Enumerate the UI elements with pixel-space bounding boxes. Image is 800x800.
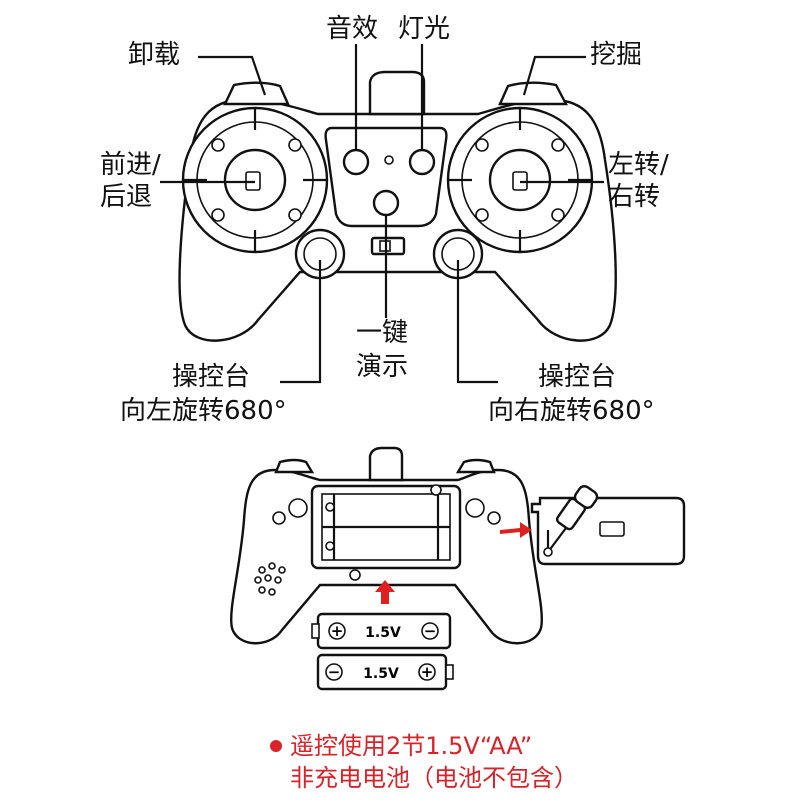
battery-2-right-sign: + <box>421 663 434 681</box>
battery-note-line1: 遥控使用2节1.5V“AA” <box>290 732 533 760</box>
label-turn-line1: 左转/ <box>608 150 669 180</box>
note-bullet <box>270 740 282 752</box>
left-joystick-pad <box>181 106 329 254</box>
battery-note-line2: 非充电电池（电池不包含） <box>290 764 578 792</box>
insert-arrow <box>375 580 395 604</box>
leader-unload <box>198 55 267 96</box>
battery-2-label: 1.5V <box>363 666 399 682</box>
label-forward-back-line2: 后退 <box>100 182 153 212</box>
label-unload: 卸载 <box>128 40 181 70</box>
light-button <box>408 148 436 176</box>
label-dig: 挖掘 <box>590 40 643 70</box>
label-right-rotate-line2: 向右旋转680° <box>488 396 655 426</box>
label-left-rotate-line1: 操控台 <box>172 362 251 392</box>
label-demo-line2: 演示 <box>356 352 409 382</box>
label-left-rotate-line2: 向左旋转680° <box>120 396 287 426</box>
indicator-led <box>384 155 394 165</box>
top-handle <box>368 70 426 116</box>
battery-1-left-sign: + <box>331 622 344 640</box>
cover-arrow <box>500 522 532 538</box>
right-shoulder-button <box>498 81 568 106</box>
label-turn-line2: 右转 <box>608 182 661 212</box>
screwdriver-icon <box>543 485 599 557</box>
leader-right-rotate <box>456 260 498 384</box>
battery-2-left-sign: − <box>328 663 341 681</box>
battery-2 <box>316 653 454 691</box>
left-shoulder-button <box>223 81 290 106</box>
sound-button <box>342 148 370 176</box>
battery-1-right-sign: − <box>424 622 437 640</box>
label-light: 灯光 <box>398 14 451 44</box>
battery-1-label: 1.5V <box>365 625 401 641</box>
label-sound: 音效 <box>326 14 379 44</box>
label-right-rotate-line1: 操控台 <box>538 362 617 392</box>
battery-1 <box>311 612 452 650</box>
demo-button <box>372 189 400 217</box>
label-demo-line1: 一键 <box>356 318 409 348</box>
leader-left-rotate <box>280 260 322 384</box>
speaker-grille <box>254 562 286 596</box>
label-forward-back-line1: 前进/ <box>100 150 161 180</box>
right-joystick-pad <box>446 106 594 254</box>
leader-dig <box>522 55 586 96</box>
